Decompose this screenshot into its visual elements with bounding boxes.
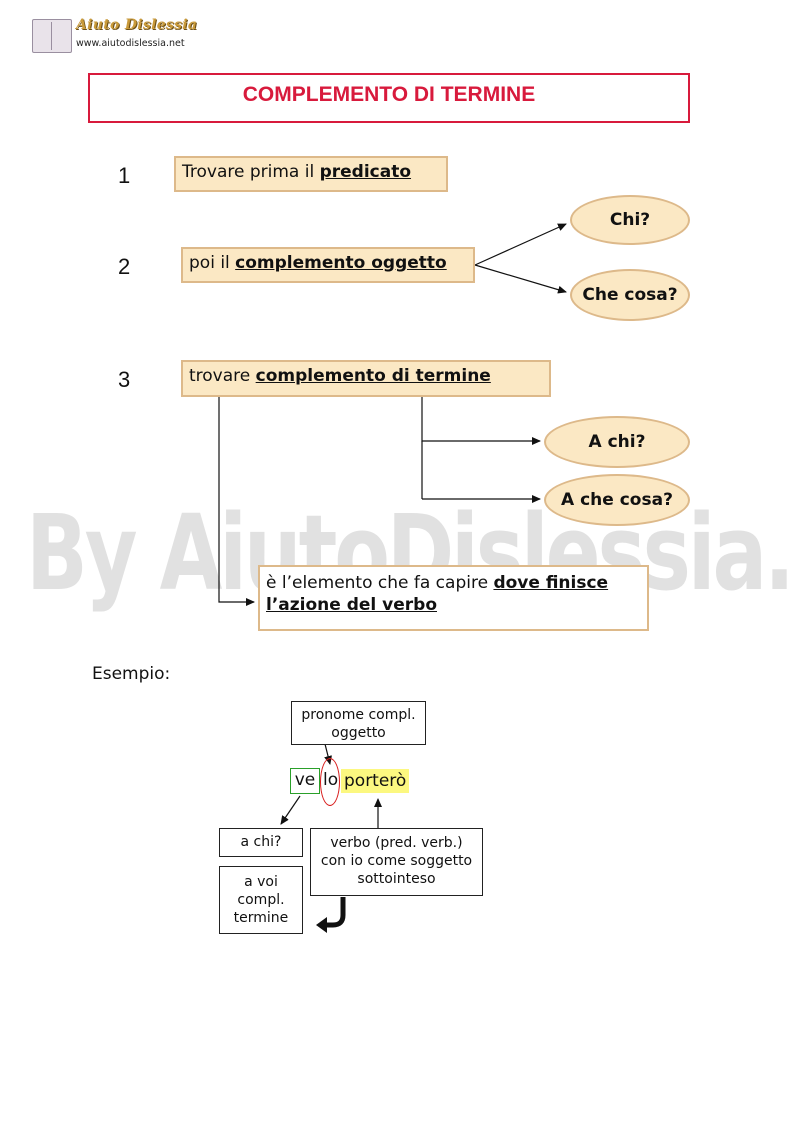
step-box-oggetto: poi il complemento oggetto (181, 247, 475, 283)
word-portero: porterò (341, 769, 410, 793)
verbo-text: verbo (pred. verb.) con io come soggetto… (320, 835, 473, 887)
oval-chi: Chi? (570, 195, 690, 245)
logo: Aiuto Dislessia www.aiutodislessia.net (32, 17, 197, 55)
definition-text: è l’elemento che fa capire (266, 573, 494, 593)
step-number-2: 2 (118, 254, 131, 279)
step-box-predicato: Trovare prima il predicato (174, 156, 448, 192)
step-keyword: predicato (319, 162, 412, 182)
verbo-box: verbo (pred. verb.) con io come soggetto… (310, 828, 483, 896)
oval-a-che-cosa: A che cosa? (544, 474, 690, 526)
curved-arrow (325, 897, 346, 928)
word-ve: ve (290, 768, 320, 794)
step-text: poi il (189, 253, 236, 273)
arrow-to-che-cosa (474, 264, 567, 294)
a-chi-box: a chi? (219, 828, 303, 857)
definition-keyword: dove finisce l’azione del verbo (266, 573, 609, 615)
pronome-text: pronome compl. oggetto (301, 707, 416, 741)
a-voi-box: a voi compl. termine (219, 866, 303, 934)
arrow-to-definition (218, 397, 255, 606)
arrow-ve-to-a-chi (280, 795, 301, 825)
arrow-to-chi (474, 223, 567, 266)
logo-url: www.aiutodislessia.net (76, 38, 185, 49)
step-number-1: 1 (118, 163, 131, 188)
arrow-to-a-chi (421, 397, 541, 445)
oval-che-cosa: Che cosa? (570, 269, 690, 321)
definition-box: è l’elemento che fa capire dove finisce … (258, 565, 649, 631)
logo-title: Aiuto Dislessia (76, 17, 198, 33)
oval-a-chi: A chi? (544, 416, 690, 468)
step-keyword: complemento oggetto (235, 253, 447, 273)
step-text: trovare (189, 366, 256, 386)
curved-arrow-head (316, 917, 327, 933)
lo-oval (320, 758, 340, 806)
example-label: Esempio: (92, 664, 171, 684)
page-title: COMPLEMENTO DI TERMINE (242, 83, 536, 106)
pronome-box: pronome compl. oggetto (291, 701, 426, 745)
word-lo: lo (323, 770, 339, 790)
step-number-3: 3 (118, 367, 131, 392)
step-keyword: complemento di termine (255, 366, 491, 386)
book-icon (32, 19, 72, 53)
step-text: Trovare prima il (182, 162, 320, 182)
title-box: COMPLEMENTO DI TERMINE (88, 73, 690, 123)
a-voi-text: a voi compl. termine (233, 874, 289, 926)
step-box-termine: trovare complemento di termine (181, 360, 551, 397)
